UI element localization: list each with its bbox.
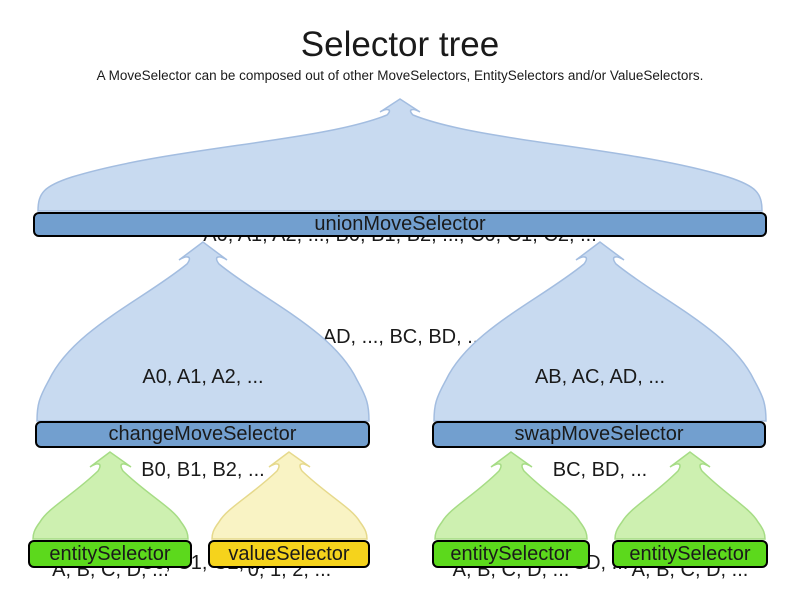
- swap-items-line: AB, AC, AD, ...: [534, 366, 666, 388]
- entity-selector-2-bar: entitySelector: [432, 540, 590, 568]
- value-selector-funnel-shape: [211, 451, 368, 540]
- entity-selector-3-bar: entitySelector: [612, 540, 768, 568]
- change-move-selector-bar: changeMoveSelector: [35, 421, 370, 448]
- change-move-selector-label: changeMoveSelector: [108, 423, 297, 445]
- change-items-line: A0, A1, A2, ...: [142, 366, 264, 388]
- swap-move-selector-bar: swapMoveSelector: [432, 421, 766, 448]
- entity-selector-2-funnel-shape: [434, 451, 588, 540]
- swap-items-line: BC, BD, ...: [552, 459, 648, 481]
- page-subtitle: A MoveSelector can be composed out of ot…: [96, 68, 704, 83]
- entity-selector-2-label: entitySelector: [450, 542, 572, 565]
- entity-selector-3-funnel-shape: [614, 451, 766, 540]
- value-selector-label: valueSelector: [228, 542, 350, 565]
- entity-selector-1-bar: entitySelector: [28, 540, 192, 568]
- page-title: Selector tree: [300, 25, 500, 64]
- entity-selector-1-funnel-shape: [32, 451, 189, 540]
- union-move-selector-label: unionMoveSelector: [314, 213, 486, 235]
- union-funnel-shape: [37, 98, 763, 212]
- swap-move-selector-label: swapMoveSelector: [514, 423, 684, 445]
- union-move-selector-bar: unionMoveSelector: [33, 212, 767, 237]
- value-selector-bar: valueSelector: [208, 540, 370, 568]
- change-items-line: B0, B1, B2, ...: [141, 459, 265, 481]
- entity-selector-3-label: entitySelector: [629, 542, 751, 565]
- entity-selector-1-label: entitySelector: [49, 542, 171, 565]
